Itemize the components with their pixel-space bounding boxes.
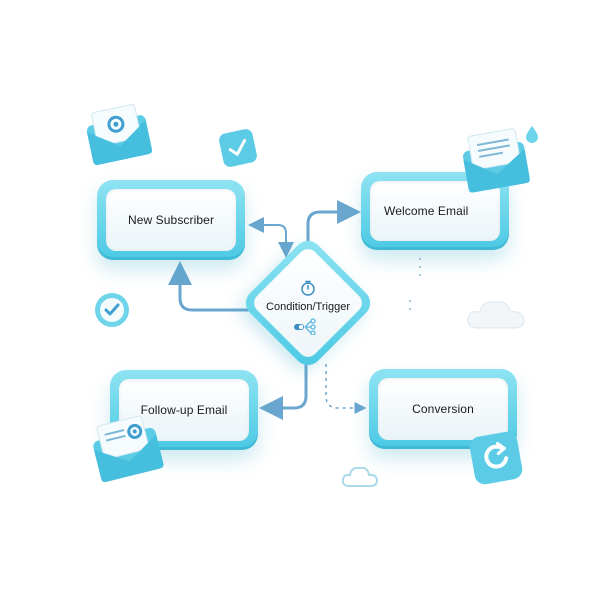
gear-document-envelope-icon: [93, 415, 164, 483]
node-welcome-email-label: Welcome Email: [384, 204, 469, 218]
node-conversion-label: Conversion: [412, 402, 474, 416]
node-new-subscriber[interactable]: New Subscriber: [97, 180, 245, 260]
node-new-subscriber-label: New Subscriber: [127, 213, 215, 227]
water-drop-icon: [526, 126, 538, 143]
check-circle-icon: [95, 293, 129, 327]
connector-condition-to-followup: [259, 358, 308, 420]
node-follow-up-label: Follow-up Email: [140, 403, 228, 417]
cloud-icon: [467, 301, 525, 329]
refresh-badge-icon: [469, 431, 523, 485]
toggle-branch-icon: [294, 318, 316, 335]
connector-subscriber-bidirectional: [254, 224, 294, 258]
stopwatch-icon: [301, 280, 315, 296]
checkmark-badge-icon: [219, 129, 257, 167]
node-condition-content: Condition/Trigger: [248, 262, 368, 352]
node-condition-label: Condition/Trigger: [266, 301, 350, 313]
node-new-subscriber-body: New Subscriber: [106, 189, 236, 251]
document-envelope-icon: [463, 128, 530, 193]
cloud-icon: [341, 466, 379, 487]
connector-condition-to-conversion: [325, 364, 367, 414]
gear-envelope-icon: [86, 104, 153, 165]
connector-condition-to-subscriber: [168, 261, 260, 312]
connector-condition-to-welcome: [306, 200, 361, 260]
node-conversion-body: Conversion: [378, 378, 508, 440]
